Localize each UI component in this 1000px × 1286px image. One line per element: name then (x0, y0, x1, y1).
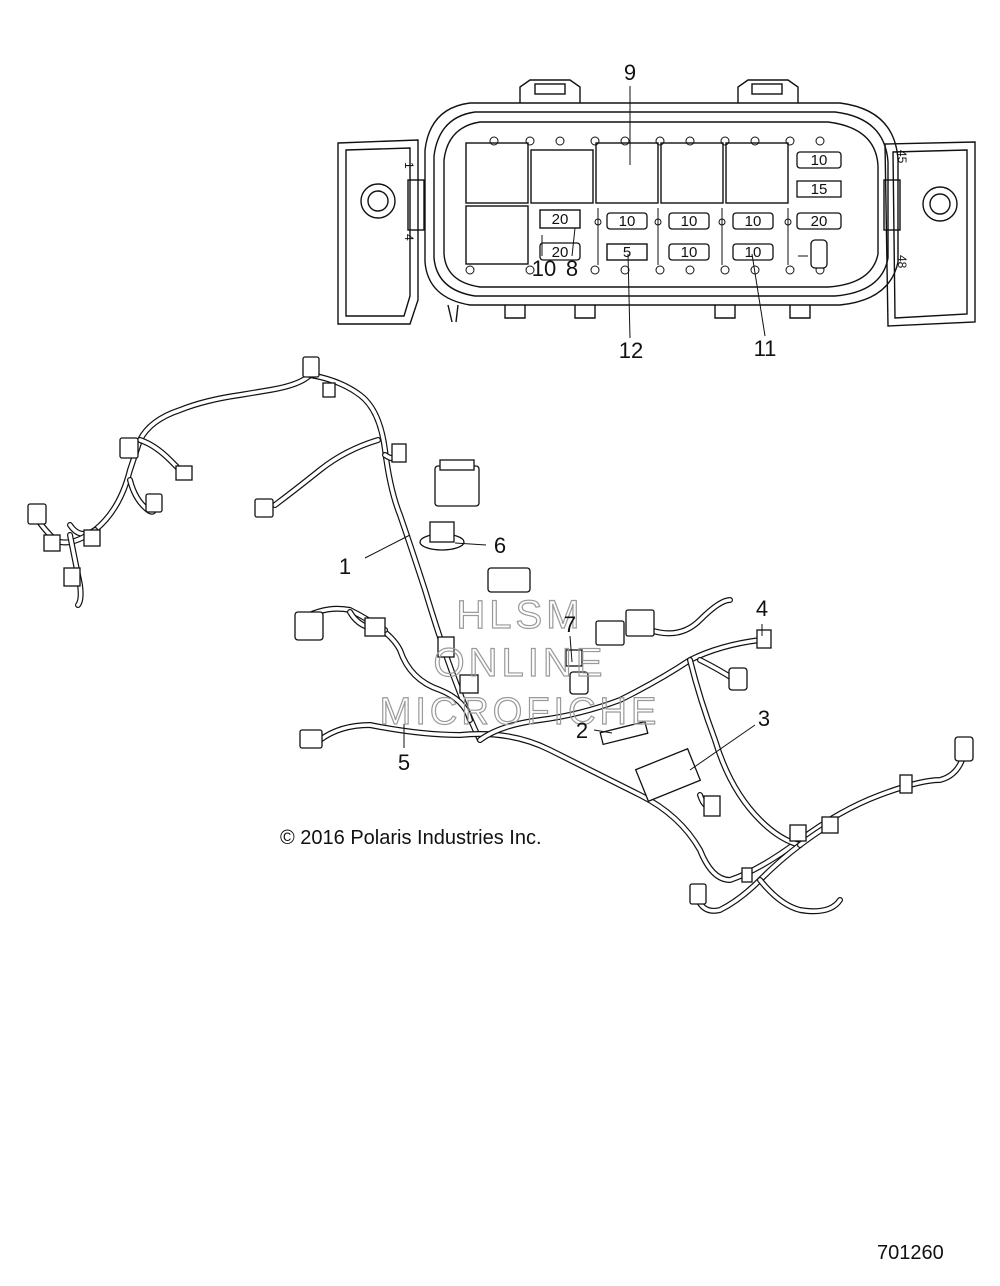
callout-1: 1 (339, 554, 351, 579)
watermark-line: HLSM (456, 593, 583, 637)
watermark-line: ONLINE (434, 641, 607, 685)
terminal-dots (465, 136, 825, 275)
fuse-slot (796, 212, 842, 230)
callout-9: 9 (624, 60, 636, 85)
pin-label: 48 (895, 255, 909, 269)
fuse-rating: 15 (811, 181, 828, 198)
diagram-id: 701260 (877, 1242, 944, 1264)
watermark: HLSM ONLINE MICROFICHE (379, 592, 661, 733)
watermark-line: MICROFICHE (380, 691, 661, 733)
fuse-rating: 20 (552, 244, 569, 261)
fuse-rating: 10 (811, 152, 828, 169)
callout-5: 5 (398, 750, 410, 775)
copyright-text: © 2016 Polaris Industries Inc. (280, 827, 542, 849)
callout-4: 4 (756, 596, 768, 621)
fuse-box: 10 15 20 20 20 10 5 10 10 10 10 1 4 45 4… (337, 79, 976, 327)
fuse-rating: 10 (745, 213, 762, 230)
callout-2: 2 (576, 718, 588, 743)
pin-label: 1 (402, 162, 416, 169)
fuse-slot (796, 180, 842, 198)
pin-label: 45 (895, 150, 909, 164)
callout-11: 11 (754, 336, 777, 361)
fuse-rating: 10 (619, 213, 636, 230)
pin-label: 4 (402, 234, 416, 241)
fuse-rating: 20 (552, 211, 569, 228)
callout-6: 6 (494, 533, 506, 558)
callout-7: 7 (564, 612, 576, 637)
fuse-rating: 5 (623, 244, 631, 261)
callout-3: 3 (758, 706, 770, 731)
callouts: 9 10 8 12 11 1 6 7 4 3 2 5 (339, 60, 777, 775)
callout-8: 8 (566, 256, 578, 281)
fuse-rating: 20 (811, 213, 828, 230)
harness-connectors (27, 356, 974, 905)
fuse-rating: 10 (681, 213, 698, 230)
callout-12: 12 (619, 338, 643, 363)
callout-10: 10 (532, 256, 556, 281)
fuse-slot (796, 151, 842, 169)
fuse-rating: 10 (745, 244, 762, 261)
fuse-rating: 10 (681, 244, 698, 261)
